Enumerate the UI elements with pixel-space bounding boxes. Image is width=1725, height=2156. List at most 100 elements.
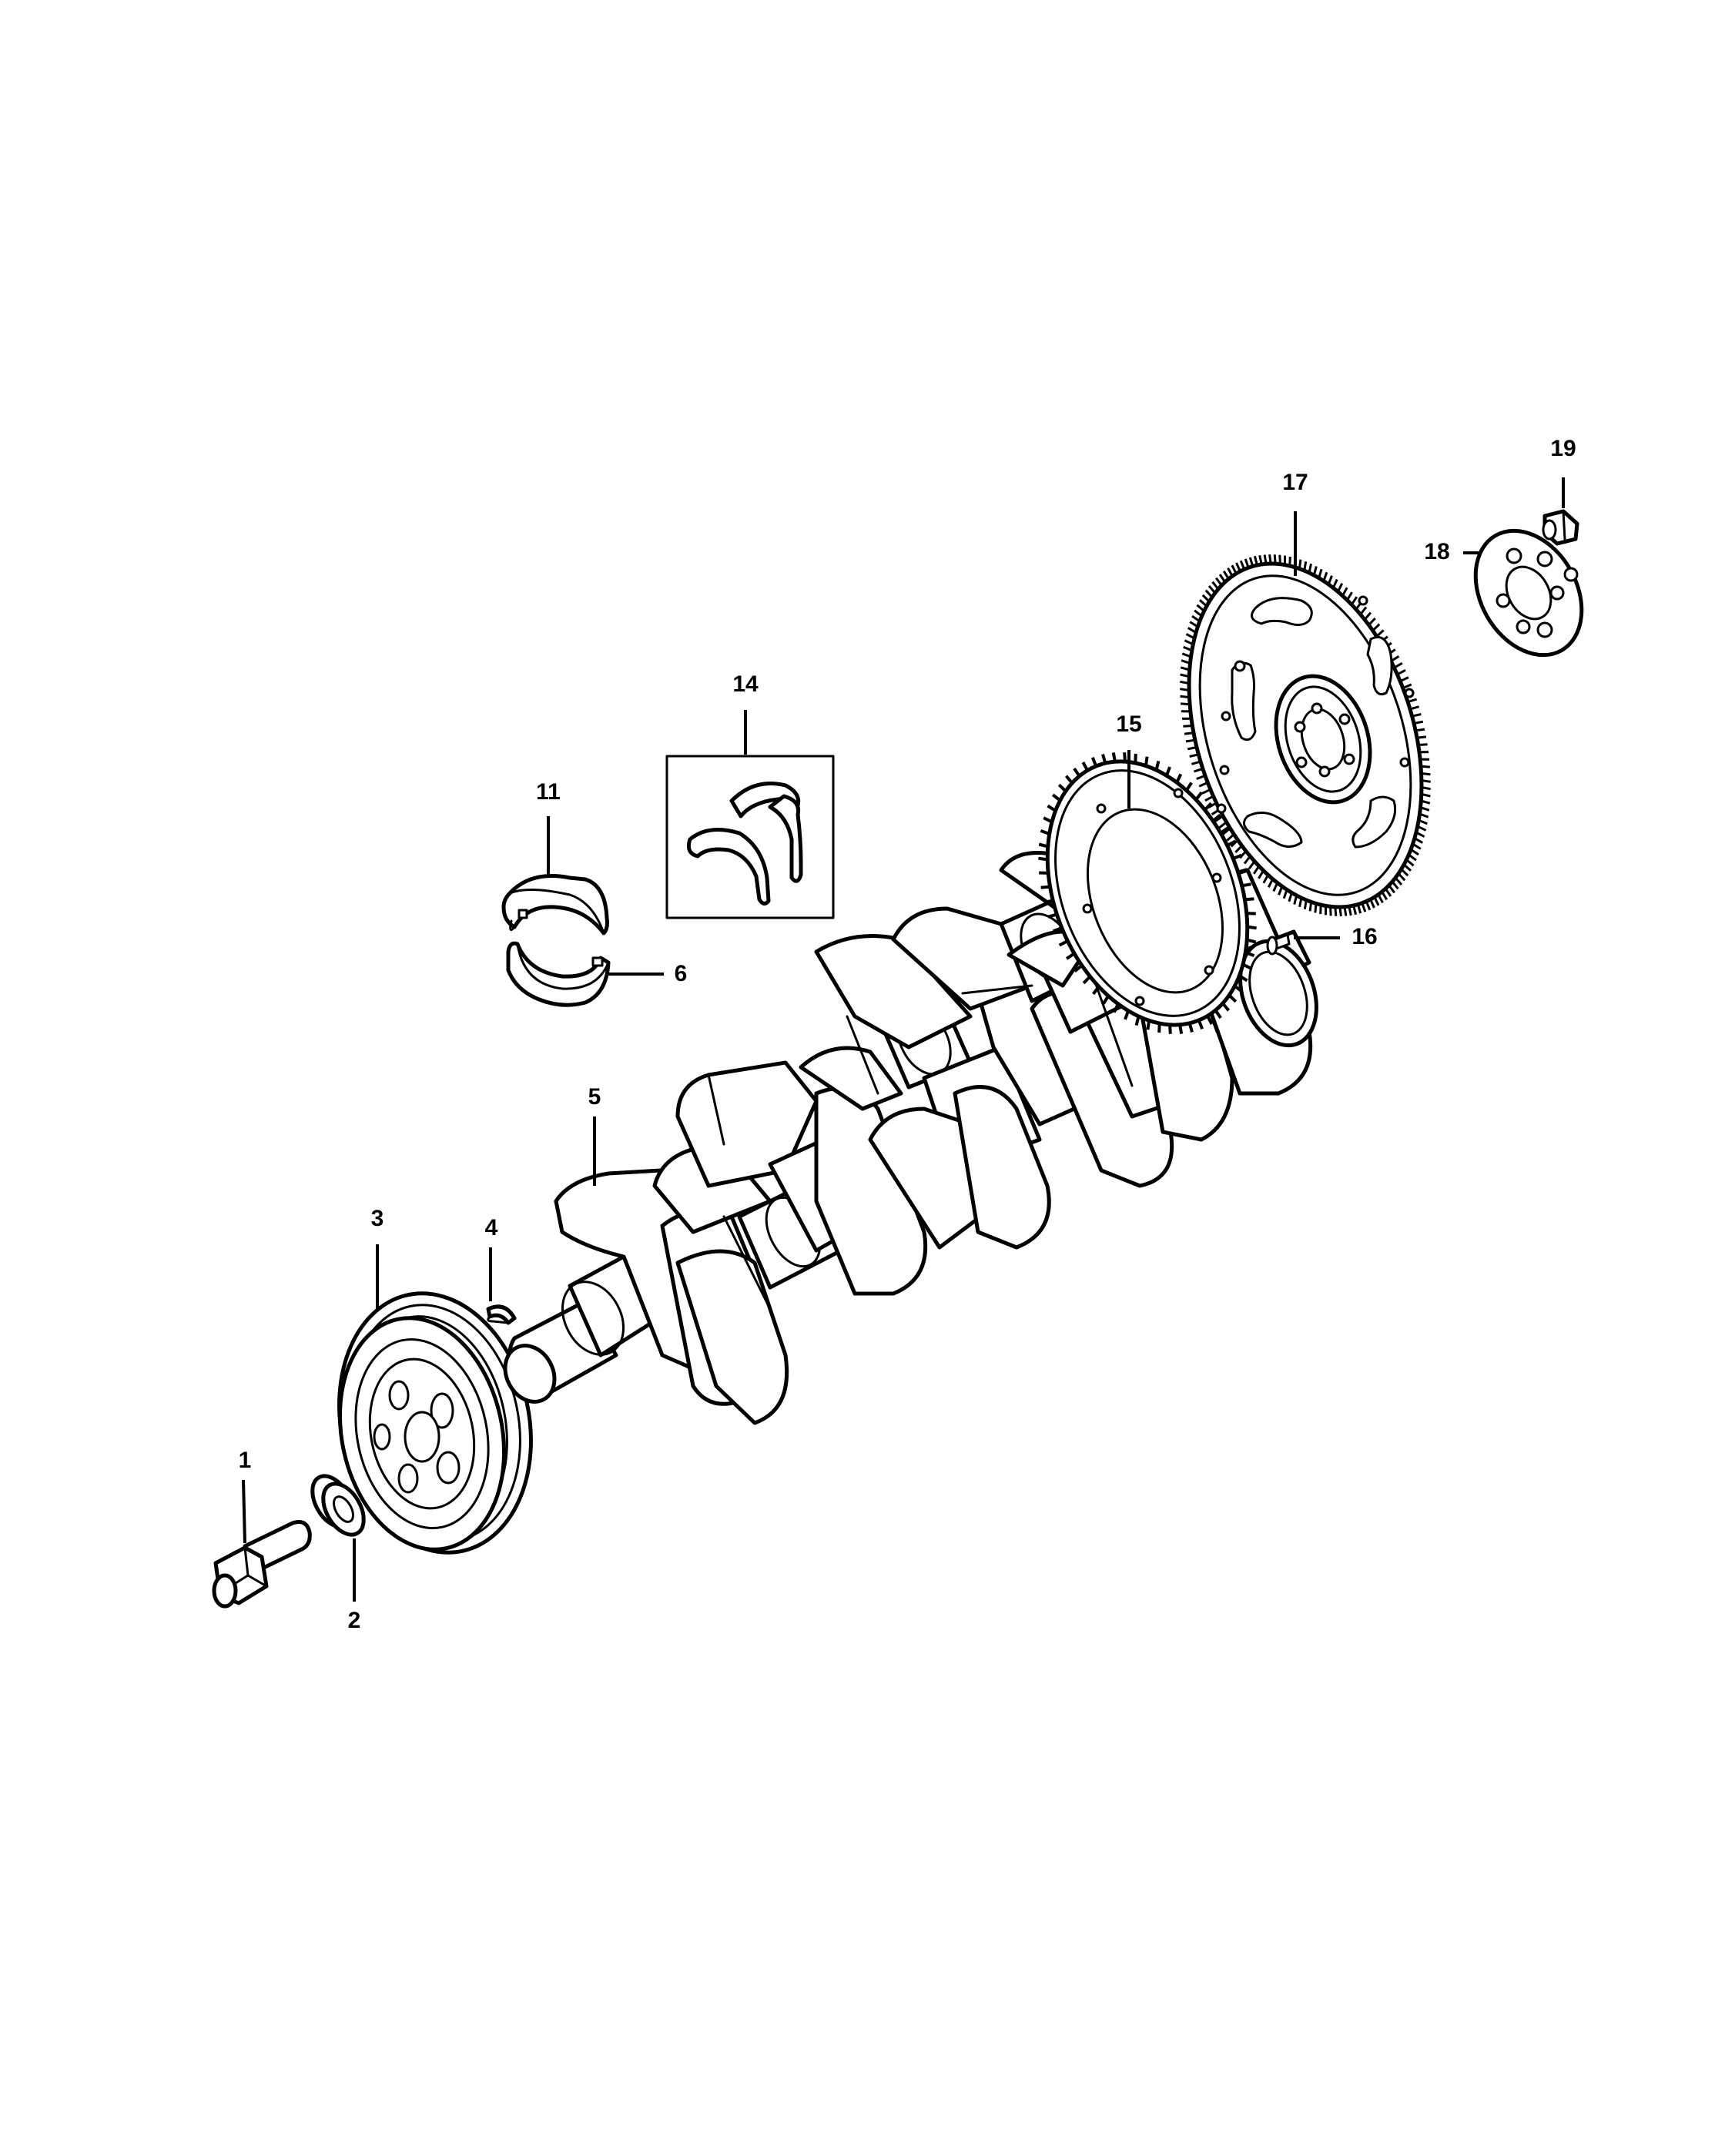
gear-tooth bbox=[1314, 903, 1318, 913]
gear-tooth bbox=[1298, 559, 1302, 569]
callout-5: 5 bbox=[588, 1084, 601, 1110]
callout-11: 11 bbox=[536, 779, 561, 805]
gear-tooth bbox=[1057, 783, 1067, 792]
gear-tooth bbox=[1051, 793, 1061, 802]
gear-tooth bbox=[1244, 951, 1255, 957]
gear-tooth bbox=[1193, 767, 1204, 773]
gear-tooth bbox=[1211, 813, 1221, 822]
gear-tooth bbox=[1278, 554, 1281, 564]
part-4-key[interactable] bbox=[486, 1304, 517, 1325]
gear-tooth bbox=[1214, 577, 1223, 587]
gear-tooth bbox=[1232, 853, 1243, 860]
gear-tooth bbox=[1421, 792, 1431, 798]
callout-18: 18 bbox=[1424, 539, 1449, 564]
callout-19: 19 bbox=[1550, 436, 1576, 461]
gear-tooth bbox=[1204, 795, 1214, 802]
gear-tooth bbox=[1090, 757, 1098, 767]
gear-tooth bbox=[1181, 659, 1191, 665]
part-17-flexplate[interactable] bbox=[1148, 534, 1462, 937]
gear-tooth bbox=[1187, 1023, 1194, 1033]
gear-tooth bbox=[1191, 760, 1201, 765]
callout-15: 15 bbox=[1116, 711, 1141, 737]
gear-tooth bbox=[1369, 899, 1375, 909]
part-16-screw[interactable] bbox=[1266, 933, 1291, 956]
part-15-tone-ring[interactable] bbox=[1010, 732, 1285, 1055]
gear-tooth bbox=[1038, 842, 1049, 849]
gear-tooth bbox=[1180, 688, 1190, 691]
part-3-damper-pulley[interactable] bbox=[316, 1275, 554, 1570]
gear-tooth bbox=[1198, 782, 1208, 788]
gear-tooth bbox=[1214, 1009, 1222, 1019]
gear-tooth bbox=[1047, 912, 1057, 919]
gear-tooth bbox=[1191, 614, 1201, 623]
part-11-main-bearing-upper[interactable] bbox=[501, 874, 609, 936]
gear-tooth bbox=[1183, 725, 1193, 728]
gear-tooth bbox=[1252, 865, 1261, 875]
gear-tooth bbox=[1409, 705, 1419, 711]
gear-tooth bbox=[1234, 984, 1244, 993]
gear-tooth bbox=[1239, 560, 1246, 570]
gear-tooth bbox=[1082, 975, 1091, 985]
gear-tooth bbox=[1204, 589, 1214, 598]
gear-tooth bbox=[1180, 702, 1191, 706]
callouts: 1 2 3 4 5 6 11 14 15 16 17 18 19 bbox=[239, 436, 1576, 1633]
gear-tooth bbox=[1421, 786, 1431, 791]
gear-tooth bbox=[1201, 594, 1211, 603]
gear-tooth bbox=[1420, 799, 1431, 805]
gear-tooth bbox=[1421, 779, 1431, 783]
gear-tooth bbox=[1293, 895, 1298, 905]
gear-tooth bbox=[1419, 812, 1429, 819]
gear-tooth bbox=[1185, 782, 1193, 792]
gear-tooth bbox=[1288, 556, 1291, 566]
gear-tooth bbox=[1238, 974, 1248, 983]
gear-tooth bbox=[1331, 578, 1338, 589]
part-14-thrust-washers[interactable] bbox=[665, 755, 835, 919]
gear-tooth bbox=[1180, 680, 1190, 685]
gear-tooth bbox=[1157, 1023, 1161, 1033]
gear-tooth bbox=[1273, 554, 1277, 564]
gear-tooth bbox=[1144, 756, 1149, 766]
gear-tooth bbox=[1101, 754, 1107, 764]
gear-tooth bbox=[1312, 566, 1318, 576]
gear-tooth bbox=[1124, 1010, 1130, 1020]
gear-tooth bbox=[1146, 1020, 1151, 1030]
part-1-bolt[interactable] bbox=[212, 1520, 312, 1609]
gear-tooth bbox=[1208, 802, 1218, 809]
gear-tooth bbox=[1412, 842, 1422, 850]
gear-tooth bbox=[1402, 683, 1412, 689]
gear-tooth bbox=[1175, 773, 1183, 784]
gear-tooth bbox=[1388, 884, 1396, 894]
gear-tooth bbox=[1393, 661, 1403, 669]
gear-tooth bbox=[1198, 599, 1208, 608]
gear-tooth bbox=[1211, 581, 1220, 591]
gear-tooth bbox=[1268, 554, 1272, 564]
gear-tooth bbox=[1185, 738, 1196, 743]
gear-tooth bbox=[1272, 882, 1279, 892]
gear-tooth bbox=[1206, 1015, 1214, 1025]
gear-tooth bbox=[1180, 673, 1190, 678]
part-19-bolt[interactable] bbox=[1542, 509, 1579, 546]
gear-tooth bbox=[1238, 868, 1248, 874]
part-5-crankshaft[interactable] bbox=[496, 851, 1330, 1425]
gear-tooth bbox=[1058, 939, 1069, 947]
gear-tooth bbox=[1412, 713, 1422, 718]
gear-tooth bbox=[1341, 587, 1348, 597]
callout-17: 17 bbox=[1282, 470, 1308, 495]
gear-tooth bbox=[1052, 926, 1063, 933]
part-6-main-bearing-lower[interactable] bbox=[506, 941, 611, 1007]
callout-4: 4 bbox=[485, 1215, 498, 1240]
gear-tooth bbox=[1074, 964, 1084, 973]
gear-tooth bbox=[1208, 585, 1217, 594]
gear-tooth bbox=[1400, 868, 1409, 877]
gear-tooth bbox=[1228, 994, 1238, 1003]
gear-tooth bbox=[1361, 902, 1367, 912]
part-18-plate[interactable] bbox=[1454, 512, 1603, 675]
gear-tooth bbox=[1368, 617, 1376, 626]
gear-tooth bbox=[1363, 611, 1372, 621]
gear-tooth bbox=[1403, 863, 1412, 872]
gear-tooth bbox=[1231, 564, 1238, 574]
gear-tooth bbox=[1258, 869, 1264, 879]
gear-tooth bbox=[1372, 623, 1381, 632]
part-2-washer[interactable] bbox=[304, 1469, 372, 1542]
